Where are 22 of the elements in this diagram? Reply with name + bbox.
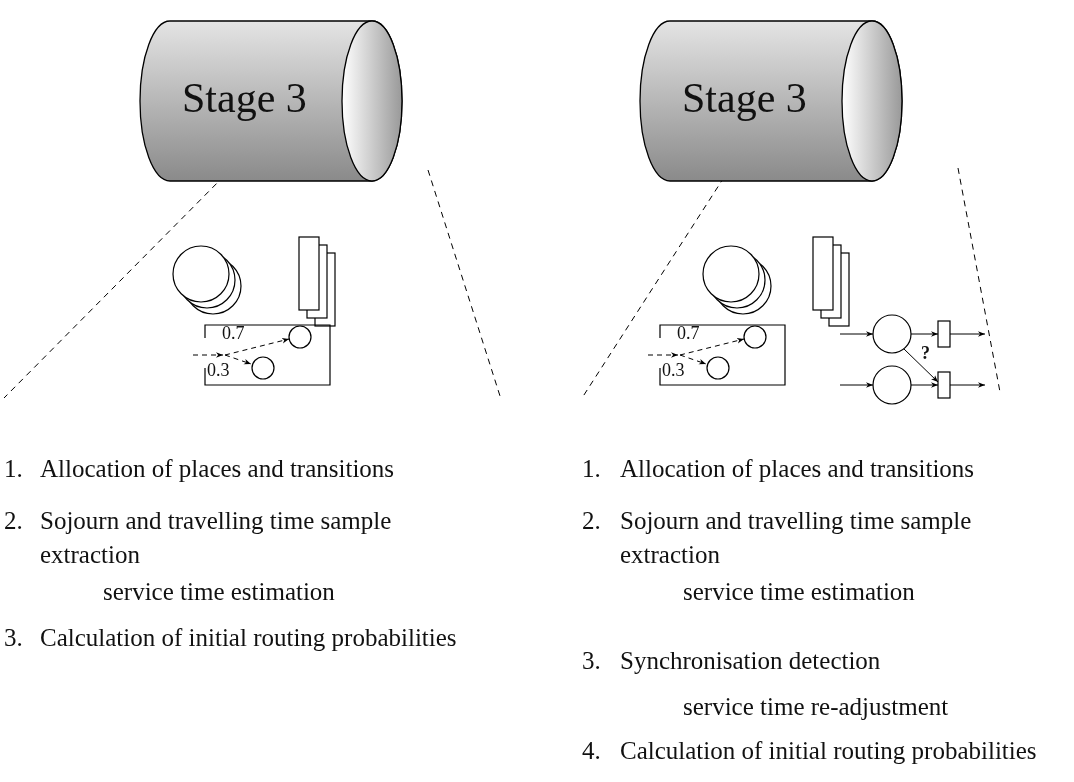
probability-label: 0.7 [677, 324, 700, 342]
question-mark-label: ? [921, 344, 930, 362]
probability-label: 0.7 [222, 324, 245, 342]
list-number: 3. [582, 646, 601, 676]
list-number: 1. [4, 454, 23, 484]
list-number: 2. [4, 506, 23, 536]
list-item-text: Calculation of initial routing probabilities [40, 623, 458, 653]
list-number: 1. [582, 454, 601, 484]
list-item-text: Synchronisation detection [620, 646, 882, 676]
list-item-text: Allocation of places and transitions [40, 454, 396, 484]
probability-label: 0.3 [207, 361, 230, 379]
list-item-text: Calculation of initial routing probabilities [620, 736, 1038, 766]
list-number: 2. [582, 506, 601, 536]
list-number: 4. [582, 736, 601, 766]
stage-title: Stage 3 [682, 74, 807, 122]
sub-item-text: service time re-adjustment [683, 692, 949, 722]
probability-label: 0.3 [662, 361, 685, 379]
sub-item-text: service time estimation [103, 577, 335, 607]
list-item-text: Allocation of places and transitions [620, 454, 976, 484]
stage-title: Stage 3 [182, 74, 307, 122]
sub-item-text: service time estimation [683, 577, 915, 607]
list-number: 3. [4, 623, 23, 653]
